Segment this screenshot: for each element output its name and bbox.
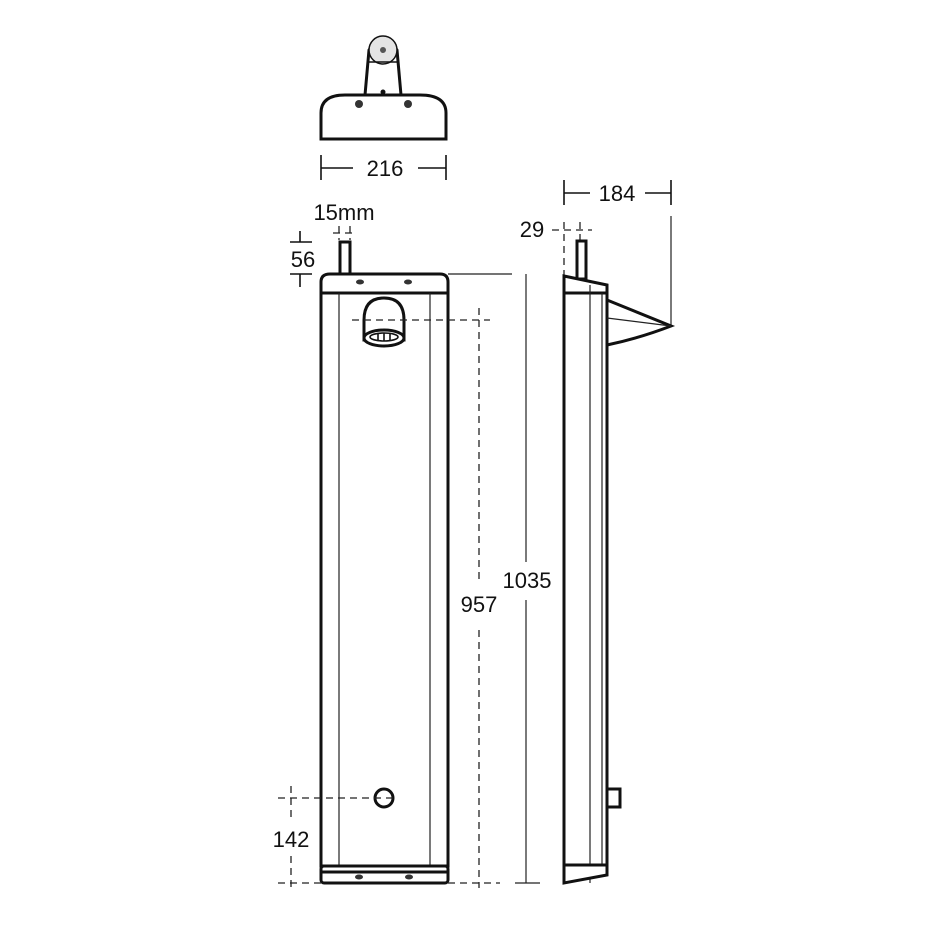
top-view: 216 — [319, 35, 448, 181]
side-inlet-offset-label: 29 — [520, 217, 544, 242]
overall-height-label: 1035 — [503, 568, 552, 593]
inlet-diameter-label: 15mm — [313, 200, 374, 225]
side-depth-label: 184 — [599, 181, 636, 206]
top-width-label: 216 — [367, 156, 404, 181]
head-height-label: 957 — [461, 592, 498, 617]
inlet-height-label: 56 — [291, 247, 315, 272]
button-height-label: 142 — [273, 827, 310, 852]
front-view: 15mm 56 — [273, 200, 552, 890]
side-view: 184 29 — [520, 180, 676, 885]
shower-head-icon — [362, 296, 406, 342]
